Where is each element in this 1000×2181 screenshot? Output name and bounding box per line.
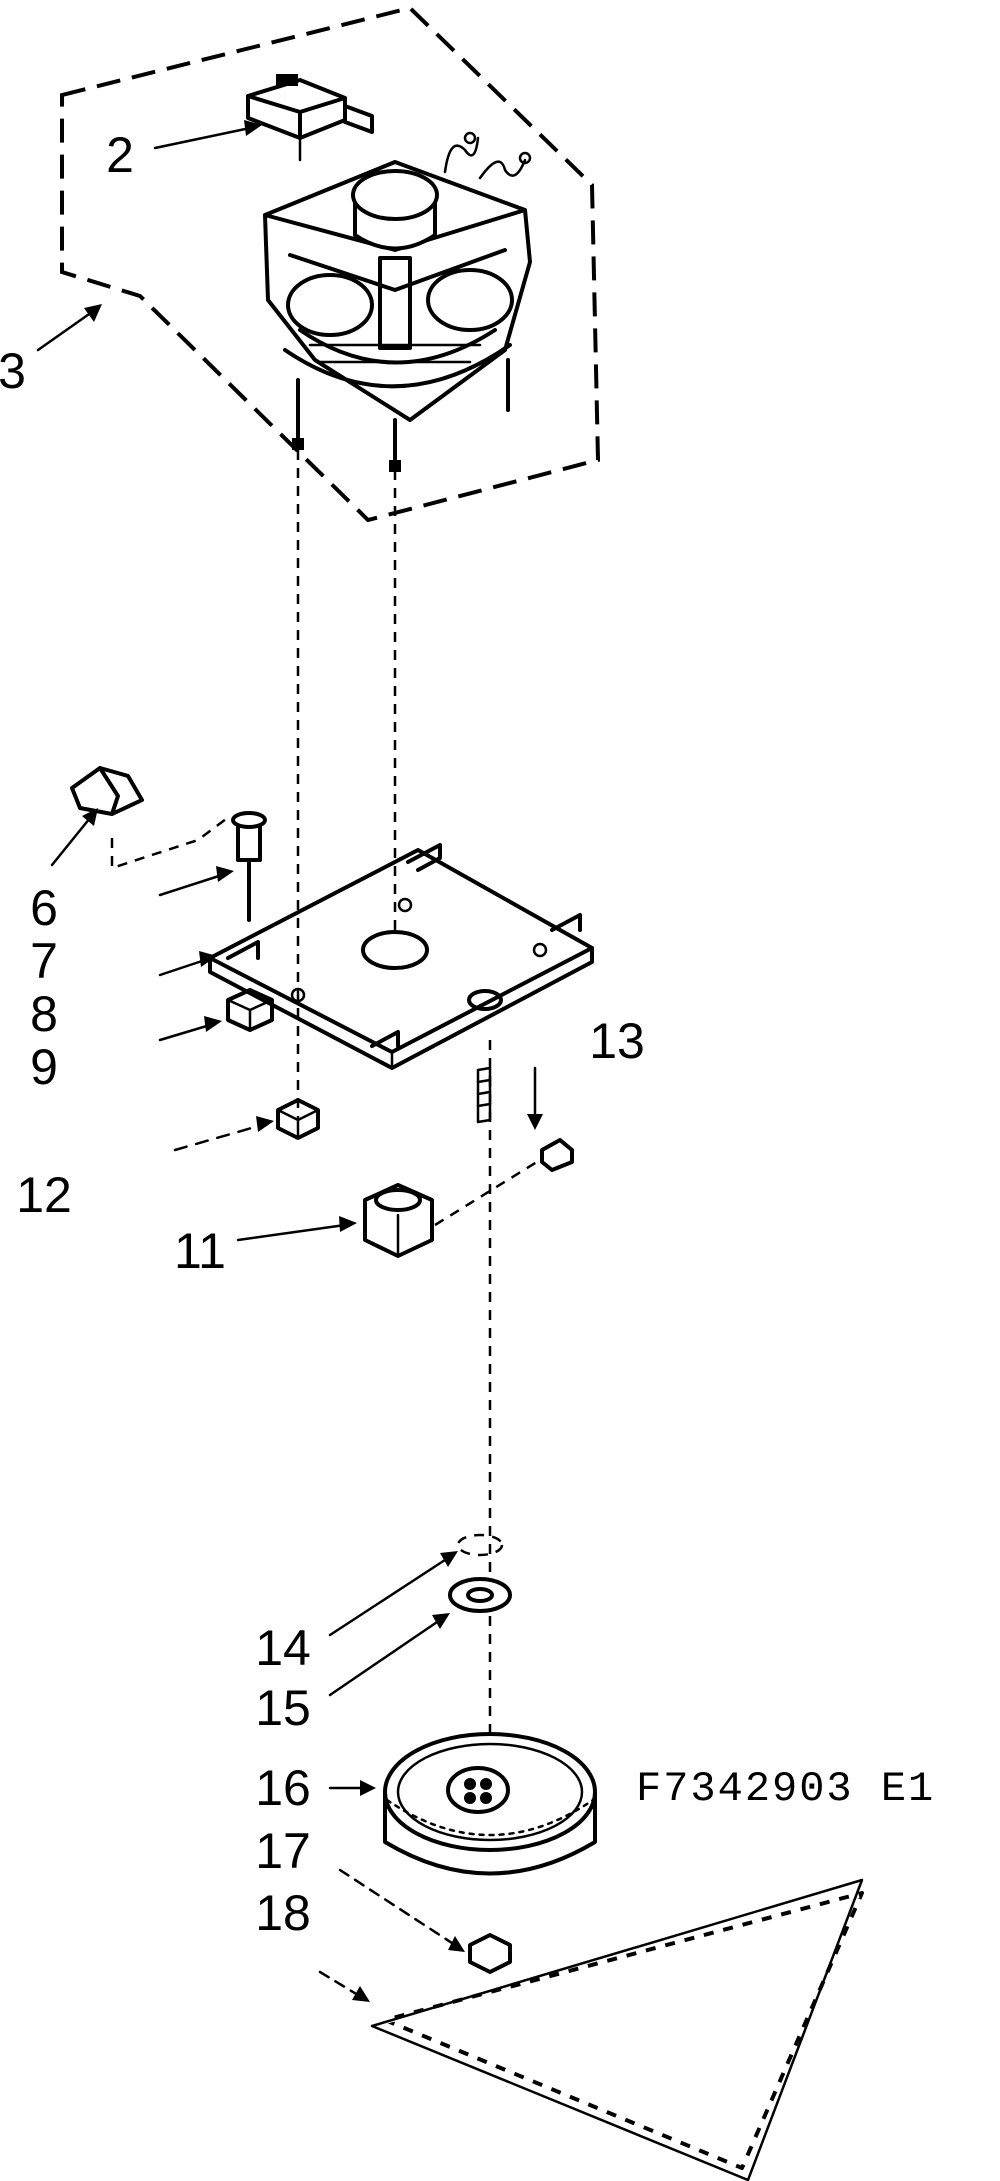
callout-12: 12: [16, 1167, 72, 1223]
callout-6: 6: [30, 880, 58, 936]
switch-part: [246, 74, 374, 162]
nut-part-17: [468, 1933, 512, 1974]
screw-part: [231, 811, 267, 922]
callout-3: 3: [0, 343, 26, 399]
gear-part: [383, 1732, 597, 1876]
washer-part-15: [448, 1577, 512, 1613]
drawing-code: F7342903 E1: [636, 1765, 935, 1813]
mounting-plate: [208, 843, 594, 1070]
callout-2: 2: [106, 127, 134, 183]
callout-7: 7: [30, 933, 58, 989]
callout-16: 16: [255, 1760, 311, 1816]
callout-17: 17: [255, 1823, 311, 1879]
set-screw-part: [540, 1138, 574, 1172]
nut-part-12: [276, 1098, 320, 1140]
callout-18: 18: [255, 1885, 311, 1941]
clip-part: [70, 766, 231, 870]
callout-14: 14: [255, 1620, 311, 1676]
callout-11: 11: [174, 1223, 226, 1279]
motor-assembly-boundary: [60, 5, 601, 523]
callout-13: 13: [589, 1013, 645, 1069]
leader-arrows: [36, 120, 543, 2002]
nut-part-8: [226, 988, 274, 1032]
callout-8: 8: [30, 986, 58, 1042]
threaded-stud: [476, 1066, 492, 1124]
chain-part: [370, 1878, 869, 2181]
motor-part: [263, 131, 532, 472]
callout-15: 15: [255, 1680, 311, 1736]
washer-part-14: [456, 1533, 504, 1557]
coupling-part: [363, 1158, 541, 1258]
callout-9: 9: [30, 1039, 58, 1095]
